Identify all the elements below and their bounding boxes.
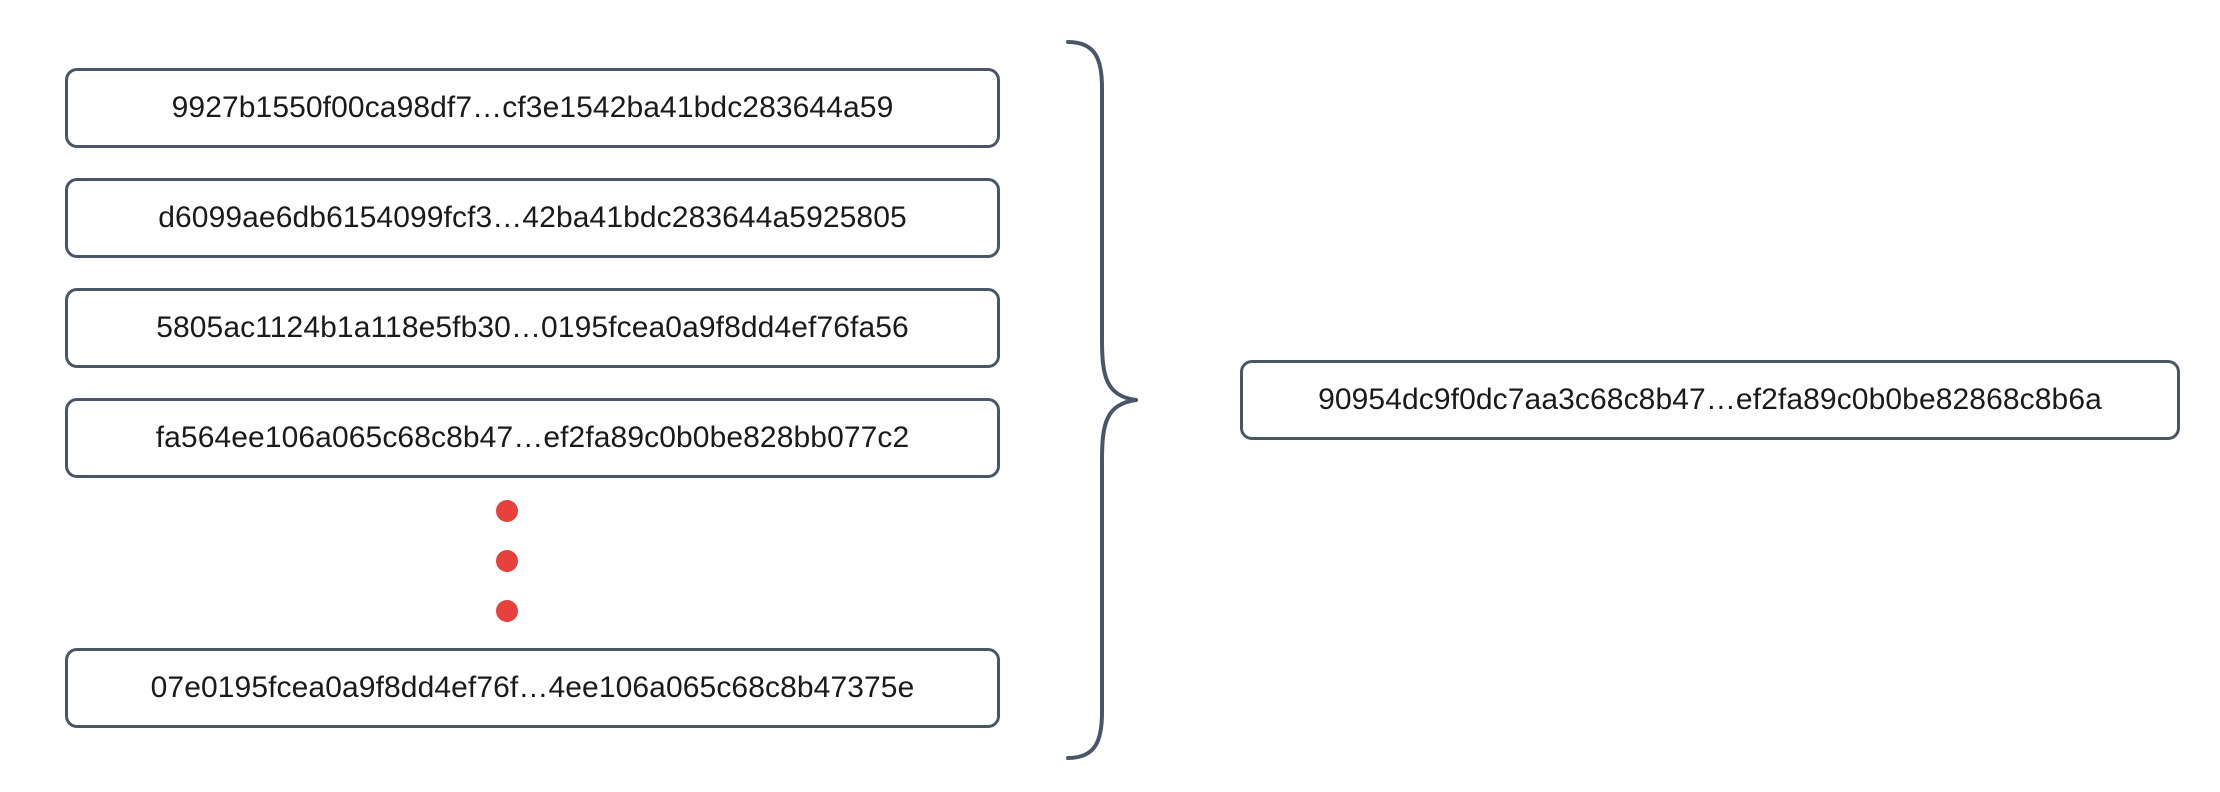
ellipsis-dot-icon	[496, 600, 518, 622]
hash-label: d6099ae6db6154099fcf3…42ba41bdc283644a59…	[158, 201, 907, 234]
input-hash-box: 5805ac1124b1a118e5fb30…0195fcea0a9f8dd4e…	[65, 288, 1000, 368]
input-hash-box: 07e0195fcea0a9f8dd4ef76f…4ee106a065c68c8…	[65, 648, 1000, 728]
hash-label: 07e0195fcea0a9f8dd4ef76f…4ee106a065c68c8…	[150, 671, 915, 704]
hash-label: 90954dc9f0dc7aa3c68c8b47…ef2fa89c0b0be82…	[1318, 383, 2102, 416]
output-hash-box: 90954dc9f0dc7aa3c68c8b47…ef2fa89c0b0be82…	[1240, 360, 2180, 440]
ellipsis-dot-icon	[496, 550, 518, 572]
hash-label: fa564ee106a065c68c8b47…ef2fa89c0b0be828b…	[155, 421, 910, 454]
input-hash-box: 9927b1550f00ca98df7…cf3e1542ba41bdc28364…	[65, 68, 1000, 148]
curly-brace-connector	[1066, 40, 1138, 760]
vertical-ellipsis	[496, 500, 530, 628]
brace-lower-path	[1066, 398, 1138, 760]
brace-upper-path	[1066, 40, 1138, 402]
ellipsis-dot-icon	[496, 500, 518, 522]
hash-label: 5805ac1124b1a118e5fb30…0195fcea0a9f8dd4e…	[156, 311, 909, 344]
input-hash-box: d6099ae6db6154099fcf3…42ba41bdc283644a59…	[65, 178, 1000, 258]
input-hash-box: fa564ee106a065c68c8b47…ef2fa89c0b0be828b…	[65, 398, 1000, 478]
hash-label: 9927b1550f00ca98df7…cf3e1542ba41bdc28364…	[171, 91, 894, 124]
